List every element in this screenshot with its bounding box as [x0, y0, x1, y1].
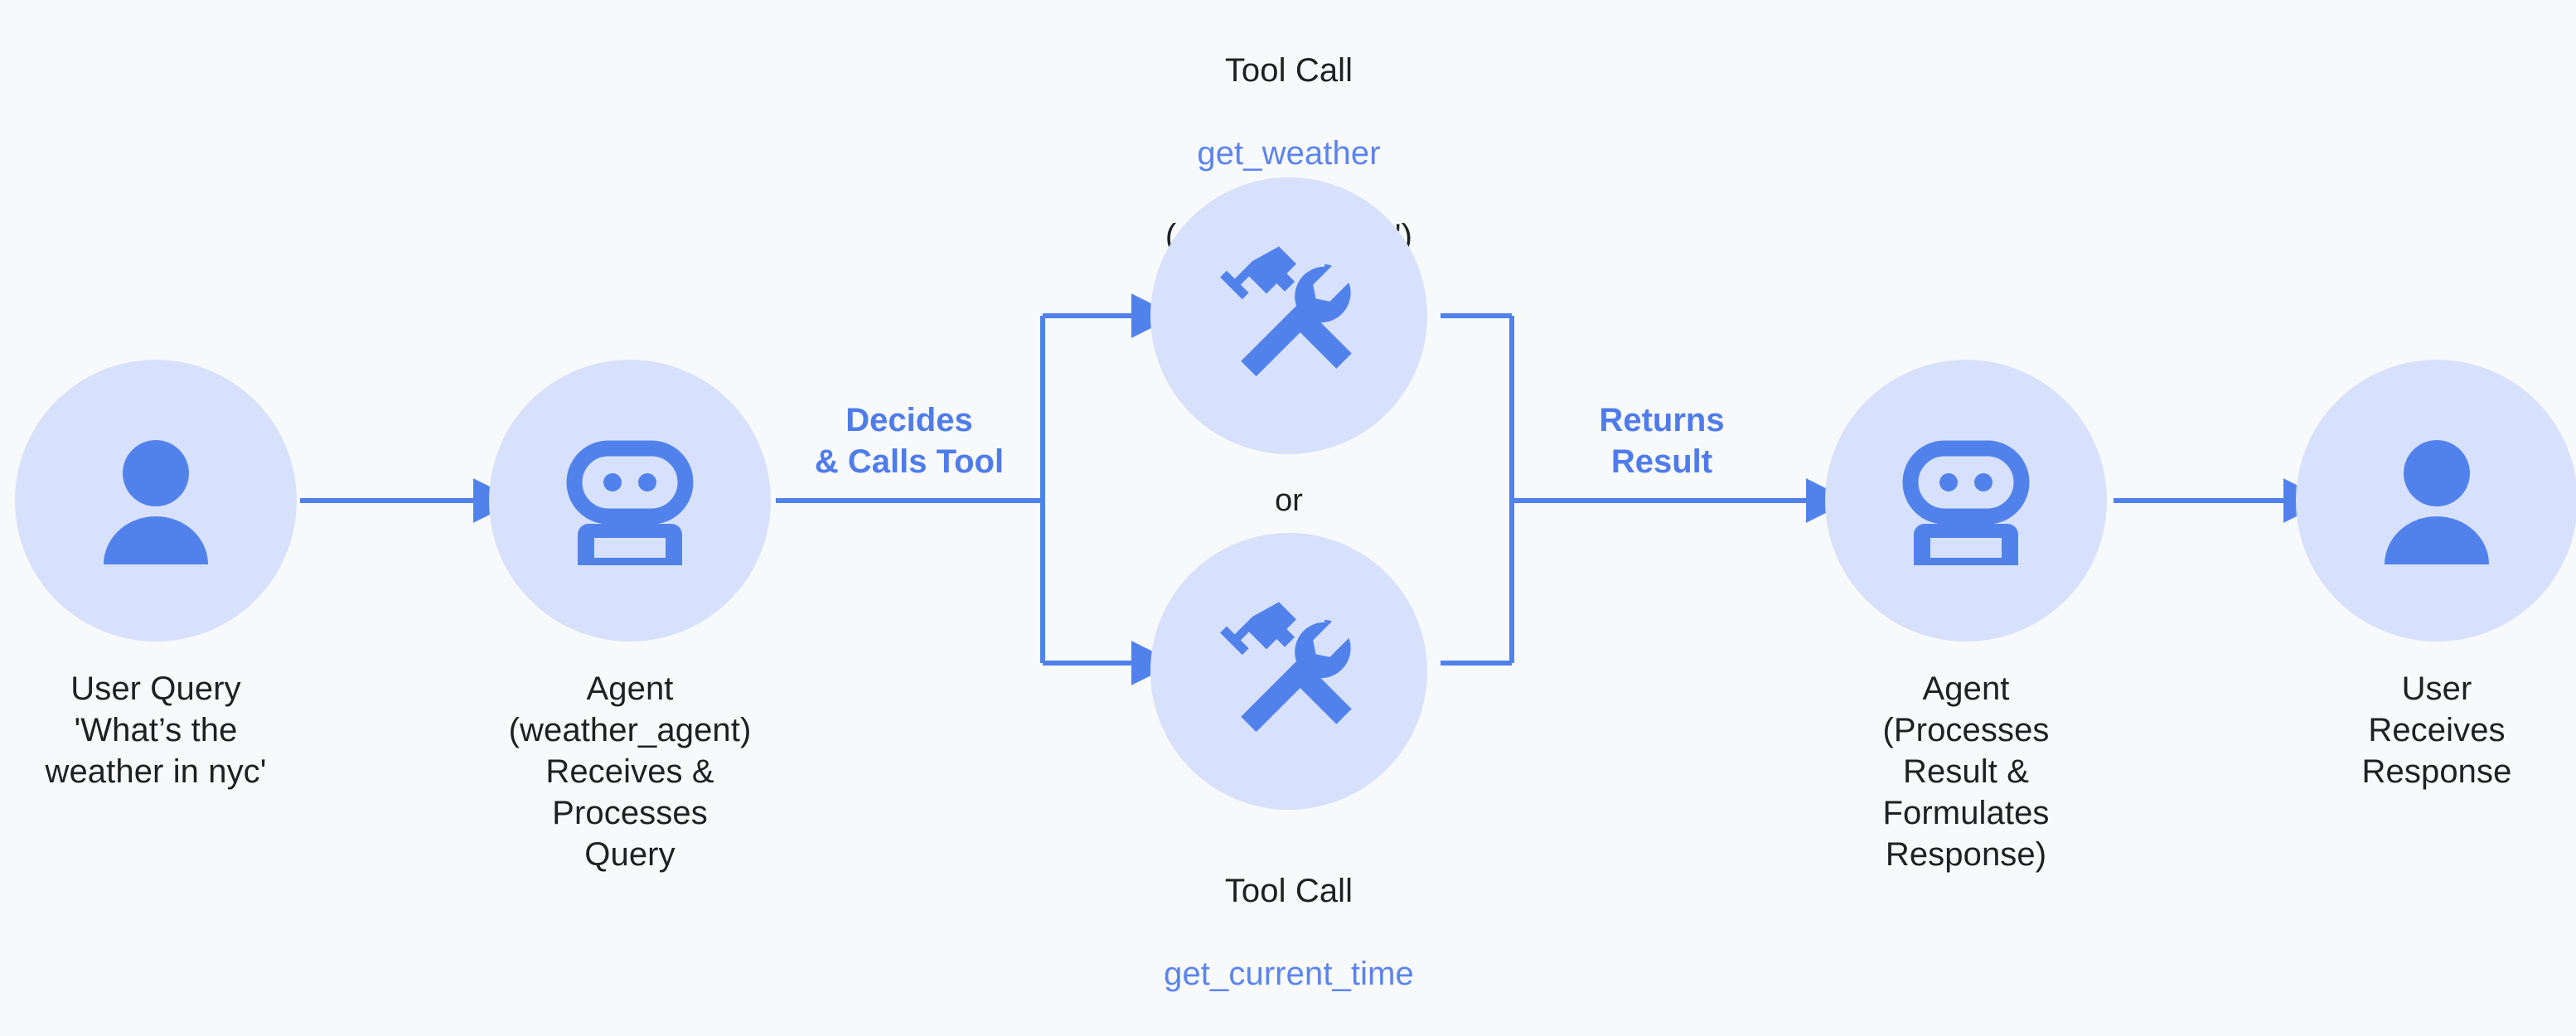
node-agent-receives[interactable]	[489, 360, 771, 641]
person-icon	[104, 440, 208, 564]
node-tool-get-current-time[interactable]	[1150, 533, 1427, 810]
tools-icon	[1220, 602, 1352, 733]
node-user-receives[interactable]	[2296, 360, 2576, 641]
agent-processes-circle	[1825, 360, 2107, 641]
agent-tool-flow-diagram: User Query 'What’s the weather in nyc' A…	[15, 52, 2576, 992]
caption-tool-get-current-time: Tool Call get_current_time	[1164, 829, 1414, 1036]
tools-icon	[1220, 246, 1352, 377]
user-receives-circle	[2296, 360, 2576, 641]
caption-agent-processes: Agent (Processes Result & Formulates Res…	[1882, 670, 2050, 873]
node-tool-get-weather[interactable]	[1150, 177, 1427, 454]
tool-call-label-bottom: Tool Call	[1224, 873, 1353, 909]
node-user-query[interactable]	[15, 360, 297, 641]
person-icon	[2385, 440, 2489, 564]
connector-layer	[300, 293, 2328, 685]
caption-user-query: User Query 'What’s the weather in nyc'	[45, 670, 267, 790]
edge-label-returns: Returns Result	[1599, 402, 1725, 480]
caption-user-receives: User Receives Response	[2361, 670, 2512, 790]
caption-agent-receives: Agent (weather_agent) Receives & Process…	[508, 670, 752, 873]
tool-name-get-weather: get_weather	[1197, 135, 1381, 172]
node-agent-processes[interactable]	[1825, 360, 2107, 641]
robot-icon	[1902, 440, 2030, 565]
tool-call-label-top: Tool Call	[1224, 52, 1353, 89]
edge-label-decides: Decides & Calls Tool	[814, 402, 1005, 480]
tool-get-weather-circle	[1150, 177, 1427, 454]
tool-name-get-current-time: get_current_time	[1164, 956, 1414, 992]
or-label: or	[1275, 483, 1303, 518]
robot-icon	[566, 440, 694, 565]
tool-get-current-time-circle	[1150, 533, 1427, 810]
user-query-circle	[15, 360, 297, 641]
agent-receives-circle	[489, 360, 771, 641]
